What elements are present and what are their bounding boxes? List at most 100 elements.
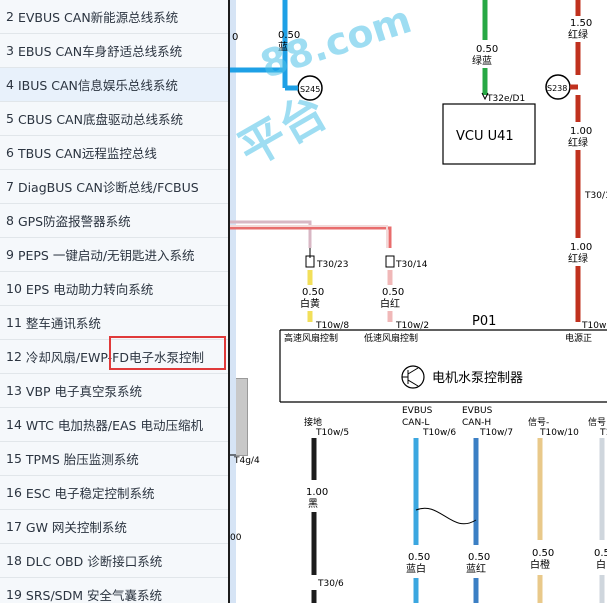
sidebar-item-number: 18: [6, 553, 22, 568]
splice-label: S238: [547, 84, 567, 93]
pin-label: T10w/10: [539, 428, 579, 438]
connector-label: T30/23: [316, 260, 348, 270]
pin-function-label: 电源正: [565, 332, 592, 344]
sidebar-item-number: 10: [6, 281, 22, 296]
wire-gauge-label: 1.00: [570, 242, 592, 253]
sidebar-item-number: 17: [6, 519, 22, 534]
connector-label: T30/6: [317, 579, 344, 589]
sidebar-item-label: GPS防盗报警器系统: [17, 214, 131, 229]
connector-label: T30/14: [395, 260, 428, 270]
connector-label: T10w: [581, 321, 606, 331]
wire-gauge-label: 0.50: [532, 548, 554, 559]
sidebar-item-label: DLC OBD 诊断接口系统: [25, 554, 163, 569]
sidebar-item-label: DiagBUS CAN诊断总线/FCBUS: [17, 180, 199, 195]
pin-function-label: EVBUS: [462, 406, 493, 416]
wire-color-label: 蓝红: [466, 562, 486, 575]
connector-label: T4g/4: [233, 456, 260, 466]
wire-gauge-label: 1.00: [306, 487, 328, 498]
wire-color-label: 白黄: [300, 297, 320, 310]
pin-function-label: CAN-H: [462, 418, 491, 428]
sidebar-item-label: EPS 电动助力转向系统: [25, 282, 154, 297]
sidebar-item-number: 2: [6, 9, 14, 24]
sidebar-item-label: TPMS 胎压监测系统: [25, 452, 139, 467]
wire-color-label: 白橙: [530, 558, 550, 571]
sidebar-item-number: 7: [6, 179, 14, 194]
partial-label: 00: [230, 533, 242, 543]
sidebar-item-number: 4: [6, 77, 14, 92]
sidebar-item-label: TBUS CAN远程监控总线: [17, 146, 157, 161]
sidebar-item-label: WTC 电加热器/EAS 电动压缩机: [25, 418, 203, 433]
connector-label: T30/1: [584, 191, 607, 201]
wire-gauge-label: 0.50: [382, 287, 404, 298]
sidebar-item-number: 11: [6, 315, 22, 330]
wire-gauge-label: 0.50: [408, 552, 430, 563]
vcu-label: VCU U41: [456, 129, 514, 144]
wire-gauge-label: 0.50: [278, 30, 300, 41]
wire-small-label: 0: [232, 32, 238, 43]
sidebar-item-number: 12: [6, 349, 22, 364]
sidebar-item-number: 5: [6, 111, 14, 126]
sidebar-item-label: CBUS CAN底盘驱动总线系统: [17, 112, 183, 127]
wire-color-label: 红绿: [568, 252, 588, 265]
sidebar-item-label: PEPS 一键启动/无钥匙进入系统: [17, 248, 195, 263]
panel-divider[interactable]: [228, 0, 230, 603]
wire-color-label: 红绿: [568, 136, 588, 149]
sidebar-item-label: ESC 电子稳定控制系统: [25, 486, 155, 501]
sidebar-item-number: 6: [6, 145, 14, 160]
wire-color-label: 蓝: [278, 41, 288, 53]
selection-highlight: [109, 336, 226, 370]
sidebar-item-number: 9: [6, 247, 14, 262]
pin-function-label: 接地: [304, 416, 322, 428]
wire-gauge-label: 1.00: [570, 126, 592, 137]
pin-label: T10w/6: [422, 428, 456, 438]
sidebar-item-label: SRS/SDM 安全气囊系统: [25, 588, 162, 603]
pin-function-label: EVBUS: [402, 406, 433, 416]
pin-label: T10w/2: [395, 321, 429, 331]
sidebar-item-number: 13: [6, 383, 22, 398]
wire-color-label: 红绿: [568, 28, 588, 41]
wire-gauge-label: 1.50: [570, 18, 592, 29]
pin-function-label: 高速风扇控制: [284, 332, 338, 344]
pin-function-label: 信号: [588, 416, 606, 428]
sidebar-item-number: 15: [6, 451, 22, 466]
connector-label: T32e/D1: [486, 94, 525, 104]
wire-color-label: 绿蓝: [472, 54, 492, 67]
sidebar-item-number: 3: [6, 43, 14, 58]
wire-gauge-label: 0.50: [594, 548, 607, 559]
pin-label: T10w/8: [315, 321, 349, 331]
pin-label: T10w/7: [479, 428, 513, 438]
wire-color-label: 白: [596, 558, 606, 571]
sidebar-item-label: EBUS CAN车身舒适总线系统: [17, 44, 183, 59]
sidebar-item-label: 整车通讯系统: [25, 316, 101, 331]
wire-gauge-label: 0.50: [476, 44, 498, 55]
sidebar-item-number: 14: [6, 417, 22, 432]
pin-function-label: 低速风扇控制: [364, 332, 418, 344]
controller-title: 电机水泵控制器: [432, 371, 523, 386]
sidebar-item-number: 19: [6, 587, 22, 602]
sidebar-item-label: GW 网关控制系统: [25, 520, 127, 535]
wiring-diagram: 0 0.50 蓝 S245 0.50 绿蓝 T32e/D1 VCU U41 1.…: [230, 0, 607, 603]
pin-function-label: CAN-L: [402, 418, 429, 428]
pin-label: T10w/5: [315, 428, 349, 438]
wire-color-label: 黑: [308, 498, 318, 510]
pin-function-label: 信号-: [528, 416, 549, 428]
